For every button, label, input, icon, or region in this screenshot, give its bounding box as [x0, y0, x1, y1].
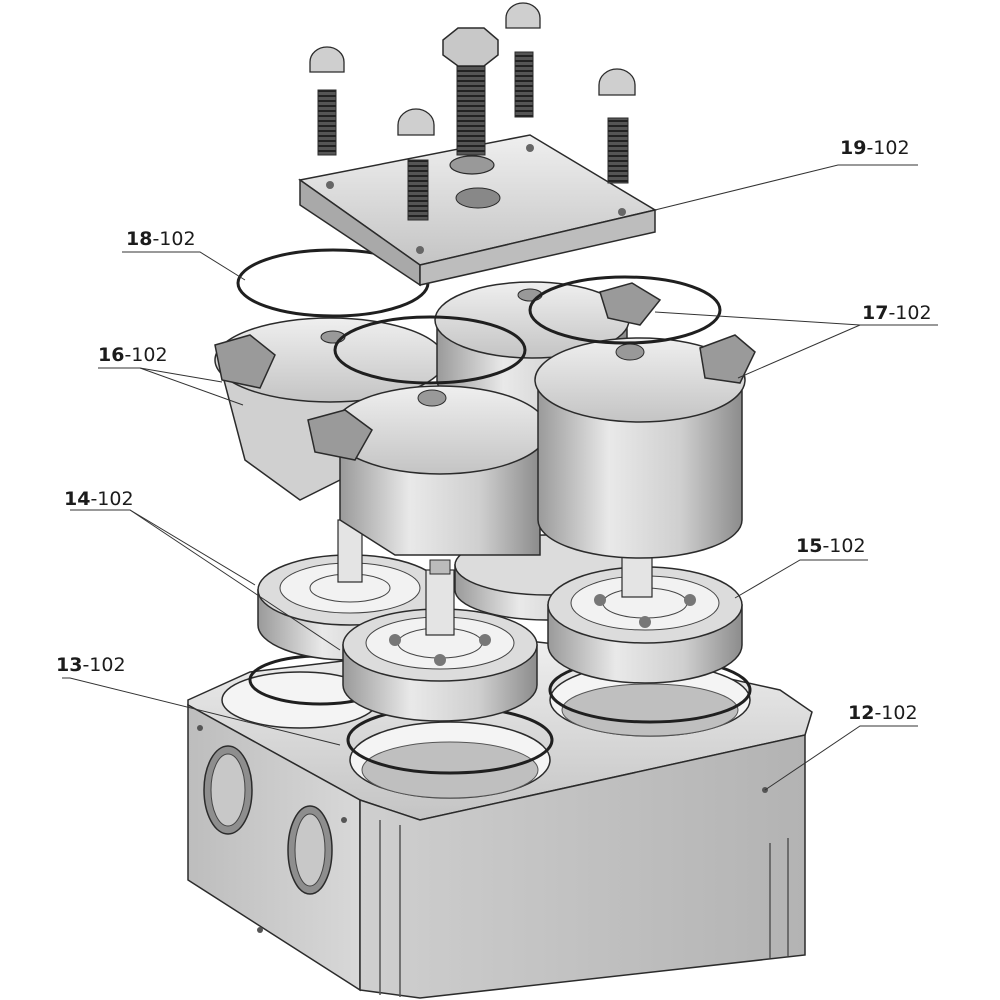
callout-18-num: 18	[126, 228, 153, 250]
callout-13-num: 13	[56, 654, 83, 676]
valve-front	[342, 559, 538, 722]
valve-assemblies-14-15	[257, 519, 743, 722]
callout-16: 16-102	[98, 344, 168, 366]
callout-15: 15-102	[796, 535, 866, 557]
callout-14-num: 14	[64, 488, 91, 510]
center-bolt	[442, 27, 499, 175]
leader-18	[122, 251, 246, 281]
piston-front-right-17	[534, 282, 756, 559]
callout-17: 17-102	[862, 302, 932, 324]
callout-12-num: 12	[848, 702, 875, 724]
pistons-16-17	[214, 281, 756, 559]
valve-left	[257, 519, 443, 661]
callout-16-suffix: -102	[124, 344, 168, 366]
piston-front-left	[307, 385, 549, 556]
callout-19: 19-102	[840, 137, 910, 159]
callout-17-suffix: -102	[888, 302, 932, 324]
leader-lines	[62, 164, 938, 791]
callout-13: 13-102	[56, 654, 126, 676]
callout-17-num: 17	[862, 302, 889, 324]
leader-16b	[139, 367, 244, 406]
leader-19	[654, 164, 918, 211]
callout-19-suffix: -102	[866, 137, 910, 159]
callout-15-suffix: -102	[822, 535, 866, 557]
callout-19-num: 19	[840, 137, 867, 159]
callout-16-num: 16	[98, 344, 125, 366]
callout-15-num: 15	[796, 535, 823, 557]
callout-12: 12-102	[848, 702, 918, 724]
callout-18: 18-102	[126, 228, 196, 250]
stud-1	[309, 46, 345, 156]
callout-18-suffix: -102	[152, 228, 196, 250]
callout-14: 14-102	[64, 488, 134, 510]
stud-2	[505, 2, 541, 118]
leader-14a	[70, 509, 256, 586]
leader-12	[764, 725, 918, 791]
stud-4	[598, 68, 636, 184]
leader-17b	[737, 324, 861, 379]
leader-13	[62, 677, 341, 746]
stud-3	[397, 108, 435, 221]
callout-14-suffix: -102	[90, 488, 134, 510]
leader-14b	[129, 509, 341, 651]
valve-right-15	[547, 551, 743, 684]
leader-15	[734, 559, 868, 599]
callout-13-suffix: -102	[82, 654, 126, 676]
callout-12-suffix: -102	[874, 702, 918, 724]
fasteners	[309, 2, 636, 221]
top-plate-19	[298, 134, 657, 287]
